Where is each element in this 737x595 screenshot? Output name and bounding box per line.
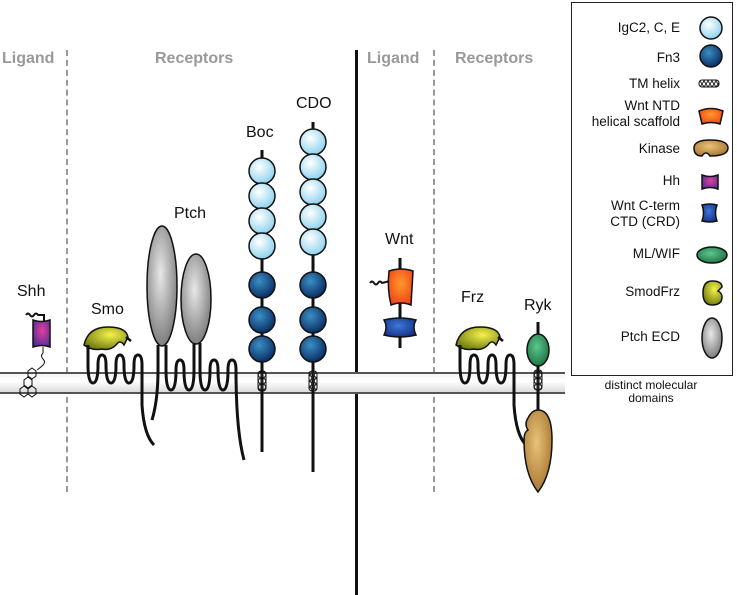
boc-molecule	[248, 150, 276, 452]
kinase-icon	[693, 139, 729, 157]
igc2-domain	[248, 232, 276, 260]
legend-label-tm-helix: TM helix	[628, 76, 680, 91]
fn3-domain-icon	[699, 44, 723, 68]
divider-right-dashed	[433, 50, 435, 492]
legend-label-wnt-crd: Wnt C-term CTD (CRD)	[610, 198, 680, 230]
legend-caption: distinct molecular domains	[604, 378, 698, 405]
legend-label-smodfrz: SmodFrz	[625, 284, 680, 299]
smodfrz-domain	[83, 326, 129, 351]
label-wnt: Wnt	[385, 231, 414, 248]
igc2-domain	[299, 178, 327, 206]
label-frz: Frz	[461, 289, 485, 306]
label-ptch: Ptch	[174, 205, 207, 222]
fn3-domain	[248, 271, 276, 299]
smodfrz-domain	[455, 326, 501, 351]
tm-helix	[257, 370, 267, 392]
divider-left-dashed	[66, 50, 68, 492]
label-boc: Boc	[246, 124, 274, 141]
fn3-domain	[248, 335, 276, 363]
igc2-domain	[248, 207, 276, 235]
legend-label-ptch-ecd: Ptch ECD	[620, 329, 680, 344]
ptch-ecd-icon	[701, 317, 723, 359]
hh-domain	[32, 318, 51, 349]
kinase-domain	[523, 409, 553, 494]
shh-molecule	[19, 312, 51, 398]
label-smo: Smo	[91, 301, 124, 318]
header-left-ligand: Ligand	[2, 50, 55, 67]
ml-wif-icon	[696, 246, 728, 264]
ml-wif-domain	[526, 333, 550, 367]
smodfrz-icon	[702, 280, 723, 306]
tm-helix	[533, 369, 543, 391]
legend-label-wnt-ntd-line1: Wnt NTD	[624, 98, 681, 113]
legend-label-hh: Hh	[662, 173, 680, 188]
fn3-domain	[248, 306, 276, 334]
label-cdo: CDO	[296, 95, 332, 112]
cdo-molecule	[299, 122, 327, 472]
header-left-receptors: Receptors	[155, 50, 234, 67]
fn3-domain	[299, 306, 327, 334]
ptch-ecd-domain-2	[180, 253, 212, 345]
fn3-domain	[299, 335, 327, 363]
igc2-domain	[299, 153, 327, 181]
wnt-ntd-domain	[387, 268, 414, 307]
igc2-domain-icon	[699, 16, 723, 40]
fn3-domain	[299, 271, 327, 299]
wnt-crd-domain	[382, 317, 418, 338]
hh-icon	[701, 173, 719, 191]
igc2-domain	[248, 182, 276, 210]
legend-label-kinase: Kinase	[638, 141, 680, 156]
ryk-molecule	[523, 322, 553, 494]
legend-box: IgC2, C, E Fn3 TM helix Wnt NTD helical …	[571, 2, 733, 376]
igc2-domain	[299, 128, 327, 156]
legend-label-wnt-ntd: Wnt NTD helical scaffold	[592, 98, 680, 130]
legend-label-igc2: IgC2, C, E	[617, 20, 680, 35]
igc2-domain	[299, 228, 327, 256]
frz-molecule	[455, 326, 528, 447]
legend-label-fn3: Fn3	[656, 50, 680, 65]
divider-center-solid	[355, 50, 358, 595]
wnt-crd-icon	[701, 203, 718, 223]
header-right-ligand: Ligand	[367, 50, 420, 67]
legend-icons	[693, 16, 729, 359]
wnt-ntd-icon	[698, 107, 724, 125]
legend-label-wnt-ntd-line2: helical scaffold	[591, 114, 680, 129]
ptch-ecd-domain-1	[146, 225, 178, 347]
label-shh: Shh	[17, 283, 46, 300]
legend-label-ml-wif: ML/WIF	[632, 246, 680, 261]
header-right-receptors: Receptors	[455, 50, 534, 67]
ptch-molecule	[146, 225, 246, 461]
tm-helix-icon	[698, 79, 720, 88]
wnt-molecule	[369, 258, 418, 348]
legend-label-wnt-crd-line2: CTD (CRD)	[610, 214, 680, 229]
label-ryk: Ryk	[524, 297, 552, 314]
igc2-domain	[299, 203, 327, 231]
legend-label-wnt-crd-line1: Wnt C-term	[611, 198, 680, 213]
tm-helix	[308, 370, 318, 392]
smo-molecule	[83, 326, 156, 447]
igc2-domain	[248, 157, 276, 185]
